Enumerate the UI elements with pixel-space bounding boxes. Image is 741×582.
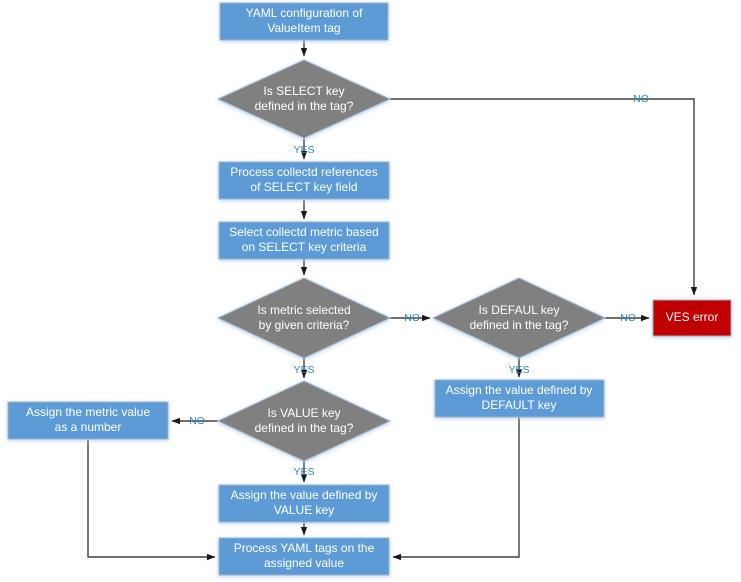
edge-label-value-key-yes: YES [293, 466, 314, 478]
node-process-collectd-references[interactable]: Process collectd references of SELECT ke… [218, 161, 390, 200]
select-key-line-1: Is SELECT key [263, 84, 344, 98]
node-assign-default-value[interactable]: Assign the value defined by DEFAULT key [434, 379, 605, 418]
edge-label-metric-selected-no: NO [404, 312, 420, 324]
process-yaml-tags-line-2: assigned value [264, 556, 344, 570]
ves-error-label: VES error [666, 310, 719, 324]
edge-label-select-no: NO [633, 93, 649, 105]
default-key-line-2: defined in the tag? [470, 318, 569, 332]
process-references-box [218, 161, 390, 200]
assign-value-key-line-1: Assign the value defined by [231, 488, 378, 502]
yaml-config-line-2: ValueItem tag [267, 21, 340, 35]
default-key-line-1: Is DEFAUL key [479, 303, 560, 317]
yaml-config-line-1: YAML configuration of [246, 6, 363, 20]
metric-selected-line-1: Is metric selected [257, 303, 350, 317]
edge-label-default-yes: YES [508, 364, 529, 376]
edge-metric-number-to-bottom [87, 439, 216, 561]
edge-default-assign-to-bottom [392, 417, 520, 561]
assign-default-line-2: DEFAULT key [482, 398, 557, 412]
select-key-diamond [216, 59, 392, 139]
node-process-yaml-tags[interactable]: Process YAML tags on the assigned value [218, 537, 390, 576]
node-ves-error[interactable]: VES error [652, 299, 732, 337]
process-references-line-2: of SELECT key field [250, 180, 357, 194]
edge-label-default-no: NO [620, 312, 636, 324]
node-assign-metric-number[interactable]: Assign the metric value as a number [7, 401, 169, 440]
metric-selected-diamond [216, 277, 392, 359]
select-metric-line-1: Select collectd metric based [229, 225, 378, 239]
edge-select-no [390, 98, 698, 296]
node-select-key-decision[interactable]: Is SELECT key defined in the tag? [216, 59, 392, 139]
process-yaml-tags-box [218, 537, 390, 576]
node-assign-value-key[interactable]: Assign the value defined by VALUE key [218, 484, 390, 523]
assign-metric-number-line-1: Assign the metric value [26, 405, 150, 419]
select-metric-box [218, 221, 390, 260]
node-select-collectd-metric[interactable]: Select collectd metric based on SELECT k… [218, 221, 390, 260]
yaml-config-box [219, 2, 389, 41]
default-key-diamond [431, 277, 607, 359]
node-metric-selected-decision[interactable]: Is metric selected by given criteria? [216, 277, 392, 359]
metric-selected-line-2: by given criteria? [259, 318, 350, 332]
ves-error-box [652, 299, 732, 337]
assign-value-key-box [218, 484, 390, 523]
process-references-line-1: Process collectd references [230, 165, 377, 179]
edge-label-layer: YES NO NO YES NO YES NO YES [189, 93, 649, 478]
node-yaml-config[interactable]: YAML configuration of ValueItem tag [219, 2, 389, 41]
select-key-line-2: defined in the tag? [255, 99, 354, 113]
assign-value-key-line-2: VALUE key [274, 503, 334, 517]
value-key-line-1: Is VALUE key [267, 406, 340, 420]
edge-label-value-key-no: NO [189, 415, 205, 427]
edge-label-metric-selected-yes: YES [293, 364, 314, 376]
value-key-line-2: defined in the tag? [255, 421, 354, 435]
assign-default-box [434, 379, 605, 418]
node-default-key-decision[interactable]: Is DEFAUL key defined in the tag? [431, 277, 607, 359]
assign-metric-number-line-2: as a number [55, 420, 122, 434]
process-yaml-tags-line-1: Process YAML tags on the [234, 541, 375, 555]
node-value-key-decision[interactable]: Is VALUE key defined in the tag? [216, 380, 392, 462]
select-metric-line-2: on SELECT key criteria [242, 240, 367, 254]
value-key-diamond [216, 380, 392, 462]
edge-label-select-yes: YES [293, 144, 314, 156]
assign-metric-number-box [7, 401, 169, 440]
assign-default-line-1: Assign the value defined by [446, 383, 593, 397]
connector-layer [87, 40, 698, 561]
